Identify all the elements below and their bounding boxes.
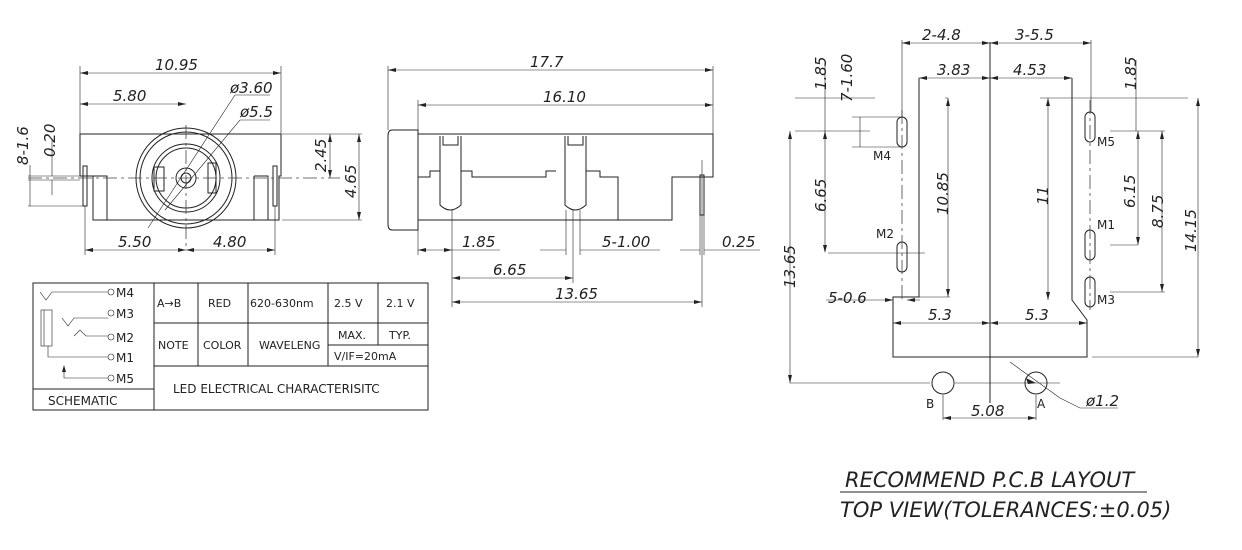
pcb-layout: 2-4.8 3-5.5 3.83 4.53 1.85 7-1.60 6.65 1… [781,26,1200,420]
dim-right-edge: 4.53 [1013,61,1046,79]
label-a: A [1037,397,1046,411]
wavelength-value: 620-630nm [250,297,314,310]
dim-14-15: 14.15 [1182,209,1200,252]
typ-voltage-value: 2.1 V [386,297,415,310]
dim-pin-width: 5-1.00 [602,233,650,251]
dim-pin-span: 13.65 [555,285,598,303]
dim-hole: ø1.2 [1085,392,1119,410]
test-condition: V/IF=20mA [334,350,397,363]
dim-total-length: 17.7 [530,53,564,71]
dim-10-85: 10.85 [934,172,952,215]
schematic-diagram: M4 M3 M2 M1 M5 [39,286,134,386]
dim-center: 5.80 [113,87,146,105]
contact-left [153,166,165,192]
dim-6-15: 6.15 [1121,175,1139,208]
side-pins [439,136,587,211]
dim-6-65: 6.65 [812,179,830,212]
note-value: A→B [157,297,181,310]
dim-11: 11 [1034,186,1052,205]
dim-left-edge: 3.83 [937,61,970,79]
dim-dia-outer: ø5.5 [239,103,273,121]
table-title: LED ELECTRICAL CHARACTERISITC [173,382,380,396]
caption-subtitle: TOP VIEW(TOLERANCES:±0.05) [840,498,1171,522]
side-body [417,133,714,221]
pin-label-m5: M5 [116,372,134,386]
pin-label-m3: M3 [116,307,134,321]
dim-left-1-85: 1.85 [812,57,830,90]
dim-right-top: 3-5.5 [1015,26,1054,44]
dim-thickness: 0.25 [722,233,755,251]
dim-slot-width: 5-0.6 [828,289,867,307]
color-value: RED [208,297,231,310]
wavelength-header: WAVELENG [259,339,320,352]
pin-left [82,165,88,207]
hole-b [931,371,955,395]
label-m5: M5 [1097,135,1115,149]
pcb-outline [892,78,1088,358]
dim-pitch: 5.08 [971,402,1004,420]
dim-right-5-3: 5.3 [1025,306,1049,324]
label-b: B [926,397,934,411]
max-voltage-value: 2.5 V [334,297,363,310]
label-m1: M1 [1097,218,1115,232]
front-body-outline [79,133,282,221]
dim-dia-inner: ø3.60 [229,79,273,97]
max-header: MAX. [338,329,366,342]
dim-first-pin: 1.85 [462,233,495,251]
dim-pin-pitch: 6.65 [493,261,526,279]
pin-label-m4: M4 [116,286,134,300]
pin-label-m2: M2 [116,331,134,345]
note-header: NOTE [158,339,189,352]
dim-left-5-3: 5.3 [928,306,952,324]
dim-height: 4.65 [342,165,360,198]
dim-left-top: 2-4.8 [922,26,961,44]
led-characteristics-table: M4 M3 M2 M1 M5 SCHEMATIC A→B RED 620-630… [32,282,429,411]
caption-title: RECOMMEND P.C.B LAYOUT [845,468,1136,492]
pin-label-m1: M1 [116,351,134,365]
dim-8-75: 8.75 [1149,195,1167,228]
dim-height-center: 2.45 [312,139,330,172]
dim-slot-length: 7-1.60 [838,54,856,102]
side-cap [387,129,419,231]
typ-header: TYP. [388,329,411,342]
layout-caption: RECOMMEND P.C.B LAYOUT TOP VIEW(TOLERANC… [840,468,1171,522]
label-m4: M4 [873,149,891,163]
dim-right-pin: 4.80 [213,233,246,251]
dim-13-65: 13.65 [781,245,799,288]
dim-pin-offset: 0.20 [41,124,59,157]
label-m3: M3 [1097,293,1115,307]
front-view: 10.95 5.80 ø3.60 ø5.5 5.50 4.80 2.45 4.6… [14,56,362,255]
dim-width: 10.95 [155,56,198,74]
pin-right [272,165,278,207]
side-view: 17.7 16.10 1.85 5-1.00 0.25 6.65 13.65 [387,53,760,307]
dim-left-pin: 5.50 [118,233,151,251]
front-body-steps [93,175,269,220]
color-header: COLOR [203,339,242,352]
label-m2: M2 [876,227,894,241]
schematic-label: SCHEMATIC [48,394,117,408]
dim-right-1-85: 1.85 [1122,57,1140,90]
dim-pin-count: 8-1.6 [14,126,32,165]
dim-body-length: 16.10 [543,88,586,106]
